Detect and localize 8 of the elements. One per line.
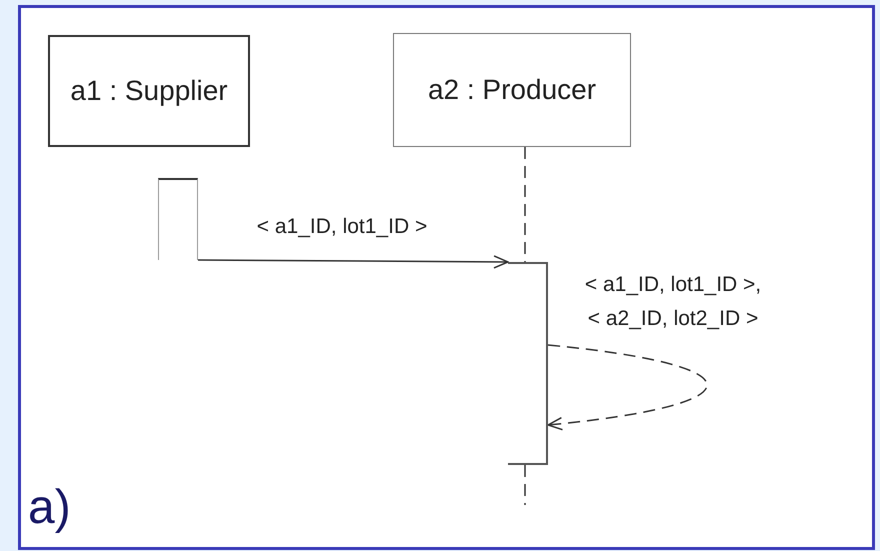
lifeline-head-box: a2 : Producer [393,33,631,147]
activation-bar [508,262,548,465]
self-message-arrow [547,344,707,430]
lifeline-head-box: a1 : Supplier [48,35,250,147]
activation-bar [158,178,198,260]
panel-letter: a) [28,480,71,535]
message-arrow [198,255,509,269]
lifeline [524,147,526,262]
